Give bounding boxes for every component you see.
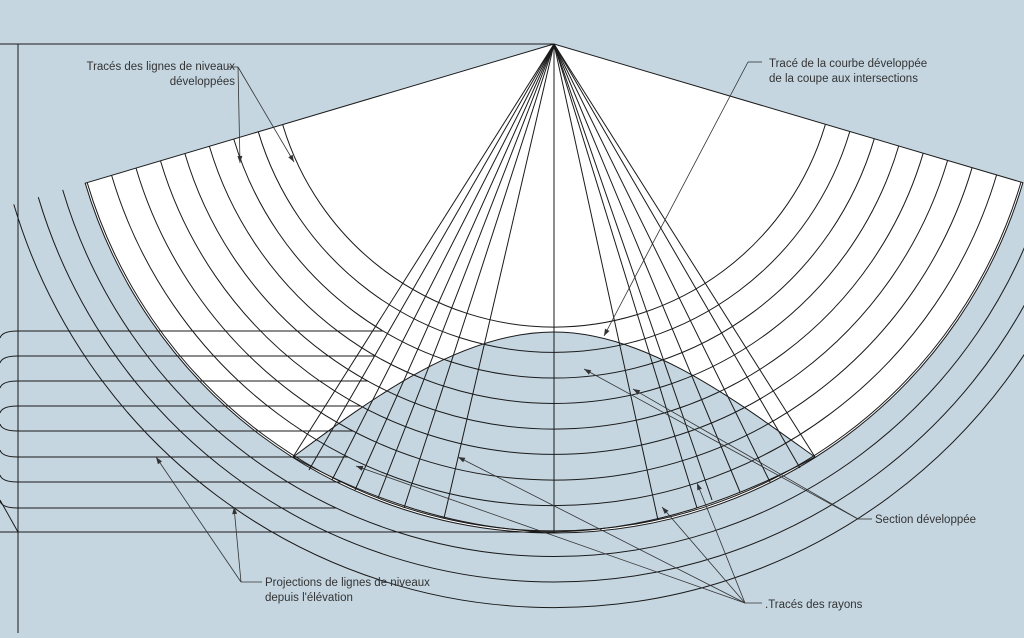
label-level-projections: Projections de lignes de niveaux depuis …	[265, 576, 430, 606]
label-developed-curve-line2: de la coupe aux intersections	[769, 73, 918, 85]
label-level-projections-line2: depuis l'élévation	[265, 592, 353, 604]
level-arc	[13, 204, 1024, 609]
rays-group	[292, 43, 816, 532]
ray-line	[553, 43, 698, 509]
leader-arrowhead	[156, 457, 162, 465]
level-projection-bend	[0, 405, 19, 414]
level-arc	[37, 197, 1024, 583]
leader-line	[233, 506, 242, 583]
ray-line	[308, 43, 555, 471]
label-rays-line1: .Tracés des rayons	[765, 599, 863, 611]
level-projection-bend	[0, 449, 19, 458]
ray-line	[443, 43, 555, 519]
ray-line	[553, 43, 713, 501]
leader-arrowhead	[584, 369, 592, 375]
leader-arrowhead	[662, 507, 669, 514]
ray-line	[292, 43, 555, 458]
label-level-lines-developed-line1: Tracés des lignes de niveaux	[86, 61, 235, 73]
frame-group	[0, 43, 554, 633]
leader-line	[661, 506, 746, 604]
ray-line	[377, 43, 555, 499]
ray-line	[553, 43, 659, 521]
level-projection-bend	[0, 474, 19, 483]
leader-lines-group	[155, 61, 872, 604]
leader-arrowhead	[604, 328, 610, 336]
level-projection-bend	[0, 423, 19, 432]
leader-line	[632, 388, 859, 520]
level-projection-bend	[0, 330, 19, 339]
leader-line	[155, 456, 242, 583]
ray-line	[354, 43, 555, 491]
label-developed-section-line1: Section développée	[875, 514, 977, 526]
leader-line	[237, 66, 241, 164]
leader-line	[696, 482, 746, 604]
leader-arrowhead	[237, 155, 243, 163]
leader-line	[603, 61, 749, 337]
level-arc	[62, 189, 1024, 558]
leader-line	[355, 465, 746, 604]
label-level-lines-developed: Tracés des lignes de niveaux développées	[40, 60, 235, 90]
ray-line	[553, 43, 771, 483]
leader-arrowhead	[633, 389, 641, 395]
leader-line	[583, 368, 859, 520]
label-developed-curve: Tracé de la courbe développée de la coup…	[769, 57, 927, 87]
leader-line	[237, 66, 295, 163]
ray-line	[331, 43, 555, 481]
label-rays: .Tracés des rayons	[765, 598, 862, 613]
level-projection-bend	[0, 380, 19, 389]
level-projection-bend	[0, 500, 19, 509]
leader-arrowhead	[458, 457, 466, 463]
leader-arrowhead	[232, 507, 238, 515]
leader-arrowhead	[697, 483, 702, 491]
leader-arrowhead	[288, 154, 294, 162]
label-level-lines-developed-line2: développées	[169, 76, 235, 88]
leader-arrowhead	[356, 466, 364, 471]
ray-line	[553, 43, 741, 493]
level-projection-bend	[0, 355, 19, 364]
label-level-projections-line1: Projections de lignes de niveaux	[265, 577, 430, 589]
base-corner-line	[0, 499, 19, 533]
label-developed-section: Section développée	[875, 513, 976, 528]
ray-line	[553, 43, 816, 458]
leader-line	[457, 456, 746, 604]
label-developed-curve-line1: Tracé de la courbe développée	[769, 58, 928, 70]
ray-line	[403, 43, 555, 509]
ray-line	[553, 43, 801, 469]
